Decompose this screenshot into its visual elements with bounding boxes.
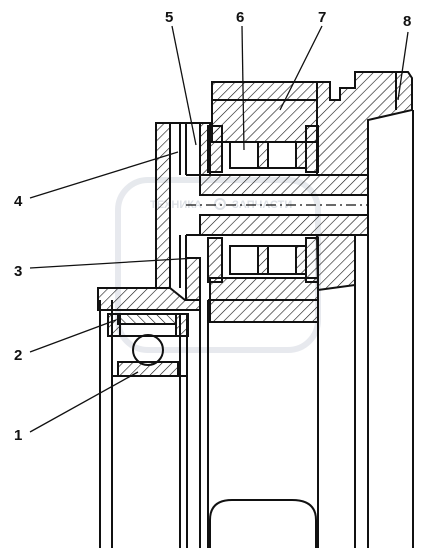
part-labels: 1 2 3 4 5 6 7 8 — [14, 9, 411, 444]
label-4: 4 — [14, 193, 23, 210]
label-2: 2 — [14, 347, 22, 364]
leader-lines — [29, 25, 409, 433]
lower-gear — [185, 234, 356, 323]
label-3: 3 — [14, 263, 22, 280]
label-7: 7 — [318, 9, 326, 26]
label-5: 5 — [165, 9, 173, 26]
lower-flange — [97, 287, 201, 311]
upper-gear — [199, 71, 413, 176]
label-1: 1 — [14, 427, 22, 444]
ball-bearing — [107, 313, 189, 377]
watermark-right-text: ЗАПЧАСТИ — [232, 199, 292, 211]
housing-frame — [99, 110, 414, 548]
label-8: 8 — [403, 13, 411, 30]
gear-icon — [214, 198, 226, 210]
label-6: 6 — [236, 9, 244, 26]
lower-rollers — [207, 237, 319, 283]
